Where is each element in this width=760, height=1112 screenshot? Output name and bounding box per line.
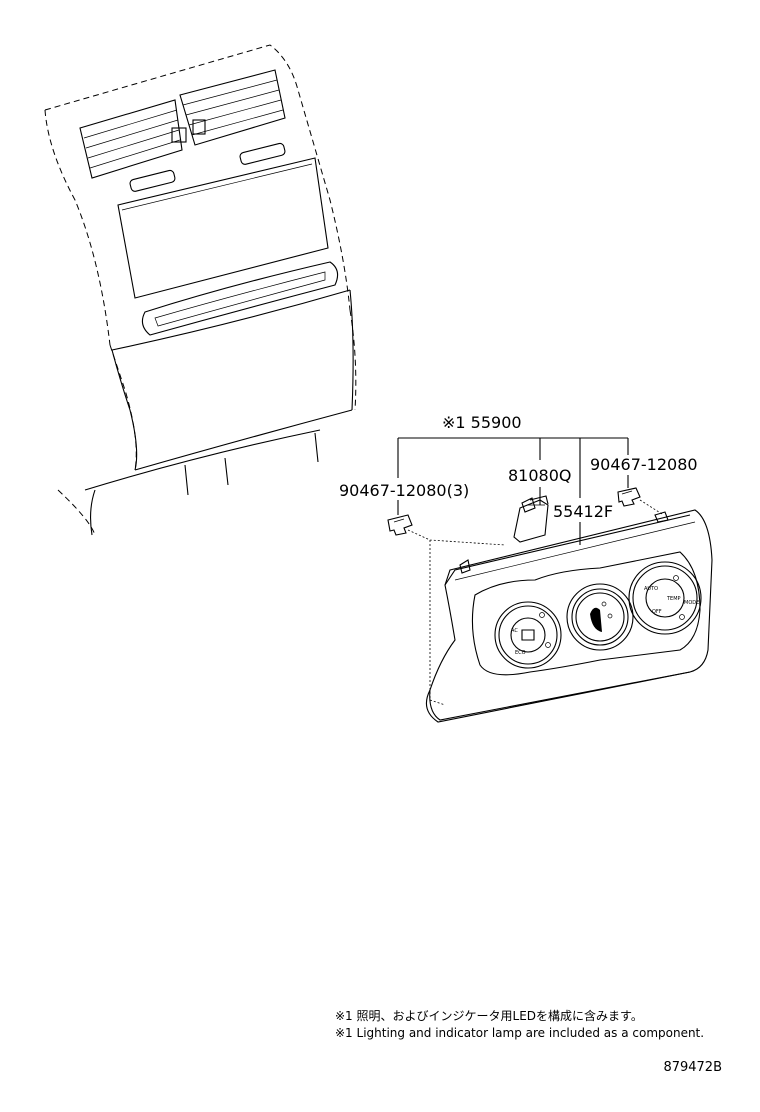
dashboard-console-illustration <box>44 44 357 536</box>
bulb-socket-illustration <box>513 495 549 543</box>
footnote-japanese: ※1 照明、およびインジケータ用LEDを構成に含みます。 <box>335 1009 643 1023</box>
svg-text:ECO: ECO <box>515 650 526 656</box>
label-bulb: 81080Q <box>508 466 572 485</box>
svg-text:AUTO: AUTO <box>644 586 658 592</box>
svg-text:OFF: OFF <box>652 609 662 615</box>
svg-text:MODE: MODE <box>684 600 699 606</box>
figure-number: 879472B <box>663 1060 722 1075</box>
clip-right-illustration <box>617 487 641 507</box>
heater-control-panel-illustration: AC ECO AUTO TEMP MODE OFF <box>425 509 713 723</box>
clip-left-illustration <box>387 514 413 536</box>
label-clip-left: 90467-12080(3) <box>339 481 469 500</box>
right-dial: AUTO TEMP MODE OFF <box>628 561 702 635</box>
label-assembly: ※1 55900 <box>442 413 522 432</box>
label-clip-right: 90467-12080 <box>590 455 698 474</box>
center-dial <box>566 583 634 651</box>
part-labels: ※1 55900 81080Q 55412F 90467-12080(3) 90… <box>339 413 698 521</box>
left-dial: AC ECO <box>494 601 562 669</box>
svg-text:AC: AC <box>511 628 518 634</box>
label-panel: 55412F <box>553 502 613 521</box>
leader-lines <box>397 437 629 545</box>
footnote-english: ※1 Lighting and indicator lamp are inclu… <box>335 1026 705 1040</box>
svg-text:TEMP: TEMP <box>666 596 681 602</box>
